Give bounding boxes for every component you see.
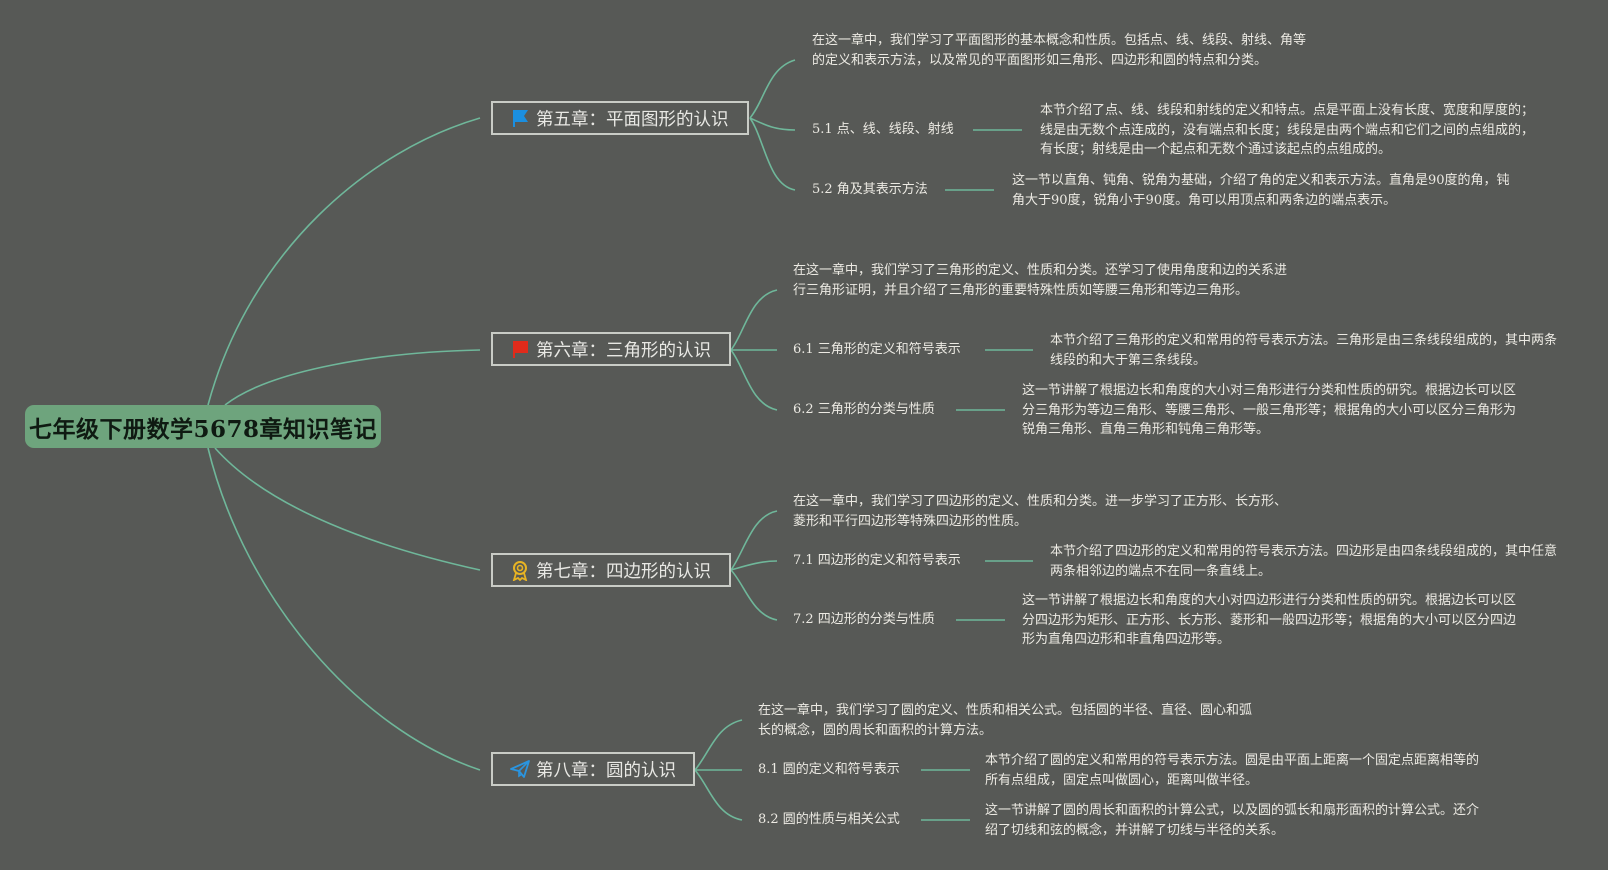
section-6-2-label[interactable]: 6.2 三角形的分类与性质 xyxy=(793,402,935,417)
connector-ch5-summary xyxy=(749,59,796,119)
section-8-2-desc[interactable]: 这一节讲解了圆的周长和面积的计算公式，以及圆的弧长和扇形面积的计算公式。还介绍了… xyxy=(985,803,1480,838)
root-topic[interactable]: 七年级下册数学5678章知识笔记 xyxy=(25,405,381,448)
connector-root-ch6 xyxy=(224,349,481,406)
chapter-5-summary[interactable]: 在这一章中，我们学习了平面图形的基本概念和性质。包括点、线、线段、射线、角等的定… xyxy=(812,33,1307,68)
section-6-2-desc[interactable]: 这一节讲解了根据边长和角度的大小对三角形进行分类和性质的研究。根据边长可以区分三… xyxy=(1022,383,1517,438)
section-6-1-desc[interactable]: 本节介绍了三角形的定义和常用的符号表示方法。三角形是由三条线段组成的，其中两条线… xyxy=(1050,333,1558,368)
connector-ch8-summary xyxy=(694,719,743,771)
chapter-8-topic[interactable]: 第八章：圆的认识 xyxy=(491,752,695,786)
connector-ch7-s2 xyxy=(730,569,778,621)
connector-root-ch8 xyxy=(207,447,481,771)
connector-ch5-s1 xyxy=(749,117,796,131)
paper-plane-icon xyxy=(508,757,532,781)
section-5-1-desc[interactable]: 本节介绍了点、线、线段和射线的定义和特点。点是平面上没有长度、宽度和厚度的；线是… xyxy=(1040,103,1535,158)
chapter-5-title: 第五章：平面图形的认识 xyxy=(536,109,729,130)
chapter-6-summary[interactable]: 在这一章中，我们学习了三角形的定义、性质和分类。还学习了使用角度和边的关系进行三… xyxy=(793,263,1288,298)
section-7-2-label[interactable]: 7.2 四边形的分类与性质 xyxy=(793,612,935,627)
chapter-7-summary[interactable]: 在这一章中，我们学习了四边形的定义、性质和分类。进一步学习了正方形、长方形、菱形… xyxy=(793,494,1288,529)
section-5-2-desc[interactable]: 这一节以直角、钝角、锐角为基础，介绍了角的定义和表示方法。直角是90度的角，钝角… xyxy=(1012,173,1510,208)
connector-ch7-s1 xyxy=(730,560,778,571)
chapter-7-topic[interactable]: 第七章：四边形的认识 xyxy=(491,553,731,587)
section-8-2-label[interactable]: 8.2 圆的性质与相关公式 xyxy=(758,812,900,827)
section-8-1-label[interactable]: 8.1 圆的定义和符号表示 xyxy=(758,762,900,777)
chapter-5-topic[interactable]: 第五章：平面图形的认识 xyxy=(491,101,749,135)
section-7-2-desc[interactable]: 这一节讲解了根据边长和角度的大小对四边形进行分类和性质的研究。根据边长可以区分四… xyxy=(1022,593,1517,648)
chapter-6-topic[interactable]: 第六章：三角形的认识 xyxy=(491,332,731,366)
chapter-7-title: 第七章：四边形的认识 xyxy=(536,561,711,582)
section-5-1-label[interactable]: 5.1 点、线、线段、射线 xyxy=(812,122,954,137)
award-ribbon-icon xyxy=(508,558,532,582)
root-title: 七年级下册数学5678章知识笔记 xyxy=(28,415,377,443)
connector-ch7-summary xyxy=(730,510,778,571)
blue-flag-icon xyxy=(508,106,532,130)
chapter-6-title: 第六章：三角形的认识 xyxy=(536,340,711,361)
connector-ch5-s2 xyxy=(749,117,796,191)
section-5-2-label[interactable]: 5.2 角及其表示方法 xyxy=(812,182,928,197)
red-flag-icon xyxy=(508,337,532,361)
section-7-1-desc[interactable]: 本节介绍了四边形的定义和常用的符号表示方法。四边形是由四条线段组成的，其中任意两… xyxy=(1050,544,1558,579)
connector-ch6-summary xyxy=(730,289,778,351)
connector-root-ch7 xyxy=(214,447,481,571)
connector-ch8-s2 xyxy=(694,769,743,821)
chapter-8-summary[interactable]: 在这一章中，我们学习了圆的定义、性质和相关公式。包括圆的半径、直径、圆心和弧长的… xyxy=(758,703,1253,738)
section-6-1-label[interactable]: 6.1 三角形的定义和符号表示 xyxy=(793,342,961,357)
connector-ch6-s2 xyxy=(730,349,778,411)
connector-root-ch5 xyxy=(207,117,481,406)
section-7-1-label[interactable]: 7.1 四边形的定义和符号表示 xyxy=(793,553,961,568)
chapter-8-title: 第八章：圆的认识 xyxy=(536,760,676,781)
section-8-1-desc[interactable]: 本节介绍了圆的定义和常用的符号表示方法。圆是由平面上距离一个固定点距离相等的所有… xyxy=(985,753,1480,788)
